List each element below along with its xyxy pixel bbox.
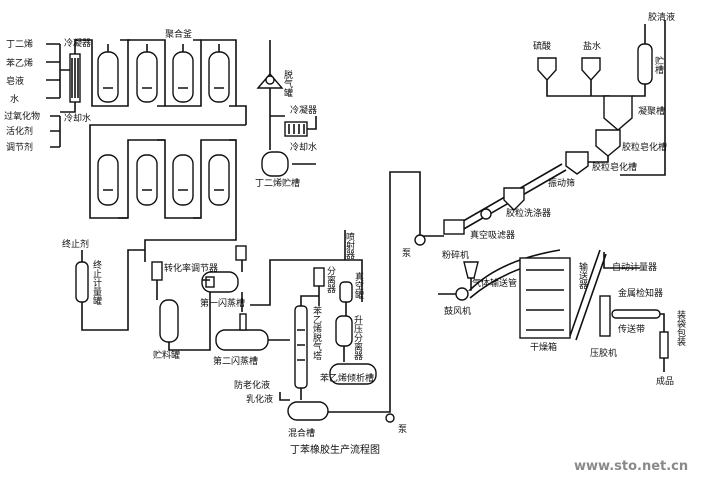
booster-separator-label: 升压分离器 bbox=[352, 315, 363, 360]
press-label: 压胶机 bbox=[590, 347, 617, 359]
styrene-stripper-label: 苯乙烯脱气塔 bbox=[311, 305, 322, 361]
butadiene-storage-label: 丁二烯贮槽 bbox=[255, 177, 300, 189]
coagulation-tank-label: 凝聚槽 bbox=[638, 105, 665, 117]
storage-tank-label: 贮料罐 bbox=[153, 349, 180, 361]
belt-label: 传送带 bbox=[618, 323, 645, 335]
flash-1-label: 第一闪蒸槽 bbox=[200, 297, 245, 309]
finishing-section: 输送器 自动计量器 金属检知器 传送带 压胶机 装袋包装 成品 bbox=[569, 249, 686, 387]
diagram-title: 丁苯橡胶生产流程图 bbox=[290, 443, 380, 456]
crumb-tank-2-label: 胶粒皂化槽 bbox=[592, 161, 637, 173]
storage-label: 贮槽 bbox=[653, 55, 664, 75]
blower-label: 鼓风机 bbox=[444, 305, 471, 317]
latex-label: 胶清液 bbox=[648, 11, 675, 23]
sulfuric-acid-label: 硫酸 bbox=[533, 40, 551, 52]
washing-section: 振动筛 胶粒洗涤器 真空吸滤器 泵 bbox=[389, 163, 575, 259]
degas-tank-label: 脱气罐 bbox=[282, 69, 293, 98]
flash-2-label: 第二闪蒸槽 bbox=[213, 355, 258, 367]
antioxidant-label: 防老化液 bbox=[234, 379, 270, 391]
watermark: www.sto.net.cn bbox=[574, 459, 688, 474]
air-conveyor-label: 气体输送管 bbox=[472, 277, 517, 289]
condenser-2-label: 冷凝器 bbox=[290, 104, 317, 116]
conversion-regulator-label: 转化率调节器 bbox=[164, 262, 218, 274]
degas-section: 脱气罐 冷凝器 冷却水 丁二烯贮槽 bbox=[255, 40, 317, 189]
cooling-water-1-label: 冷却水 bbox=[64, 112, 91, 124]
condenser-1: 冷凝器 冷却水 bbox=[60, 37, 93, 124]
crusher-section: 粉碎机 气体输送管 鼓风机 bbox=[438, 249, 561, 317]
feed-regulator: 调节剂 bbox=[6, 141, 33, 153]
polymerizer-row-top bbox=[91, 39, 247, 125]
terminator-section: 终止剂 终止计量罐 bbox=[62, 225, 237, 331]
vibrating-screen-label: 振动筛 bbox=[548, 177, 575, 189]
feed-activator: 活化剂 bbox=[6, 125, 33, 137]
crumb-tank-label: 胶粒皂化槽 bbox=[622, 141, 667, 153]
vacuum-tank-label: 真空罐 bbox=[353, 271, 364, 300]
dryer-label: 干燥箱 bbox=[530, 341, 557, 353]
product-label: 成品 bbox=[656, 375, 674, 387]
styrene-decanter-label: 苯乙烯倾析槽 bbox=[320, 372, 374, 384]
feed-butadiene: 丁二烯 bbox=[6, 38, 33, 50]
crusher-label: 粉碎机 bbox=[442, 249, 469, 261]
blend-tank: 防老化液 乳化液 混合槽 泵 bbox=[234, 230, 407, 439]
vacuum-section: 分离器 喷射器 真空罐 升压分离器 bbox=[313, 230, 364, 362]
feed-styrene: 苯乙烯 bbox=[6, 57, 33, 69]
styrene-decanter: 苯乙烯倾析槽 bbox=[320, 363, 377, 385]
polymerizer-row-bottom bbox=[89, 124, 246, 225]
cooling-water-2-label: 冷却水 bbox=[290, 141, 317, 153]
terminator-label: 终止剂 bbox=[62, 238, 89, 250]
storage-tank: 贮料罐 bbox=[153, 280, 211, 361]
condenser-1-label: 冷凝器 bbox=[64, 37, 91, 49]
rinse-tank-label: 胶粒洗涤器 bbox=[506, 207, 551, 219]
pump-label: 泵 bbox=[398, 424, 407, 435]
dryer: 干燥箱 bbox=[519, 257, 571, 353]
styrene-stripper: 苯乙烯脱气塔 bbox=[294, 295, 322, 400]
packing-label: 装袋包装 bbox=[675, 309, 686, 347]
pump-2-label: 泵 bbox=[402, 248, 411, 259]
blend-tank-label: 混合槽 bbox=[288, 427, 315, 439]
flash-section: 第一闪蒸槽 第二闪蒸槽 bbox=[200, 245, 326, 367]
terminator-meter-label: 终止计量罐 bbox=[91, 259, 102, 306]
feed-list: 丁二烯 苯乙烯 皂液 水 过氧化物 活化剂 调节剂 bbox=[4, 38, 70, 153]
vacuum-filter-label: 真空吸滤器 bbox=[470, 229, 515, 241]
metal-detector-label: 金属检知器 bbox=[618, 287, 663, 299]
feed-soap: 皂液 bbox=[6, 75, 24, 87]
feed-water: 水 bbox=[10, 93, 19, 105]
emulsion-label: 乳化液 bbox=[246, 393, 273, 405]
ejector-label: 喷射器 bbox=[344, 232, 355, 259]
conversion-regulator: 转化率调节器 bbox=[151, 261, 218, 300]
auto-meter-label: 自动计量器 bbox=[612, 261, 657, 273]
separator-label: 分离器 bbox=[325, 266, 336, 293]
coagulation-section: 硫酸 盐水 胶清液 贮槽 凝聚槽 胶粒皂化槽 胶粒皂化槽 bbox=[533, 11, 675, 176]
polymerizer-label: 聚合釜 bbox=[165, 28, 192, 40]
feed-peroxide: 过氧化物 bbox=[4, 110, 40, 122]
up-conveyor-label: 输送器 bbox=[577, 261, 588, 289]
brine-label: 盐水 bbox=[583, 40, 601, 52]
